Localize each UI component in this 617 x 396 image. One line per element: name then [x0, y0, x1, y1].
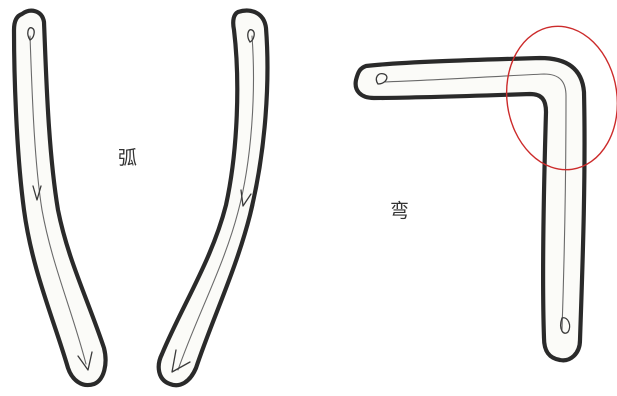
- right-curved-stroke: [159, 11, 268, 386]
- character-label-wan: 弯: [390, 202, 409, 221]
- left-curved-stroke-outline: [14, 11, 106, 385]
- bent-guide-line: [384, 74, 566, 330]
- left-curved-stroke: [14, 11, 106, 385]
- character-label-hu: 弧: [118, 149, 137, 168]
- right-curved-stroke-outline: [159, 11, 268, 386]
